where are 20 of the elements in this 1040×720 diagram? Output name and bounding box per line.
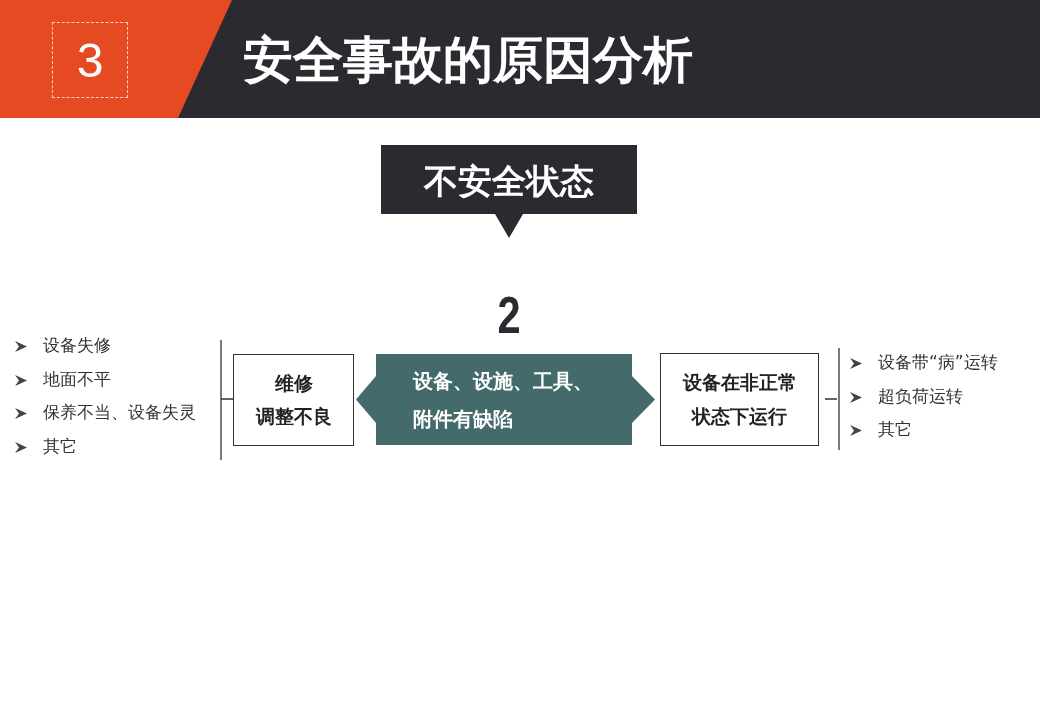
list-item: 其它: [43, 435, 77, 456]
slide-title: 安全事故的原因分析: [243, 30, 693, 91]
list-item: 保养不当、设备失灵: [43, 402, 196, 423]
list-item: 设备带“病”运转: [878, 352, 998, 373]
callout-box: [381, 145, 637, 238]
banner-text: 设备、设施、工具、附件有缺陷: [412, 367, 594, 433]
group-number: 2: [497, 285, 521, 346]
list-item: 超负荷运转: [878, 385, 963, 406]
box-text: 维修: [274, 370, 313, 396]
section-number: 3: [76, 32, 104, 88]
double-pointer-banner: [356, 354, 655, 445]
box-text: 调整不良: [255, 404, 332, 429]
callout-title: 不安全状态: [424, 160, 594, 203]
list-item: 设备失修: [43, 335, 111, 356]
list-item: 地面不平: [43, 368, 111, 389]
section-number-box: [52, 22, 128, 98]
box-text: 设备在非正常状态下运行: [681, 370, 798, 429]
cause-box: [233, 354, 354, 446]
list-item: 其它: [878, 419, 912, 440]
cause-box: [660, 353, 819, 446]
